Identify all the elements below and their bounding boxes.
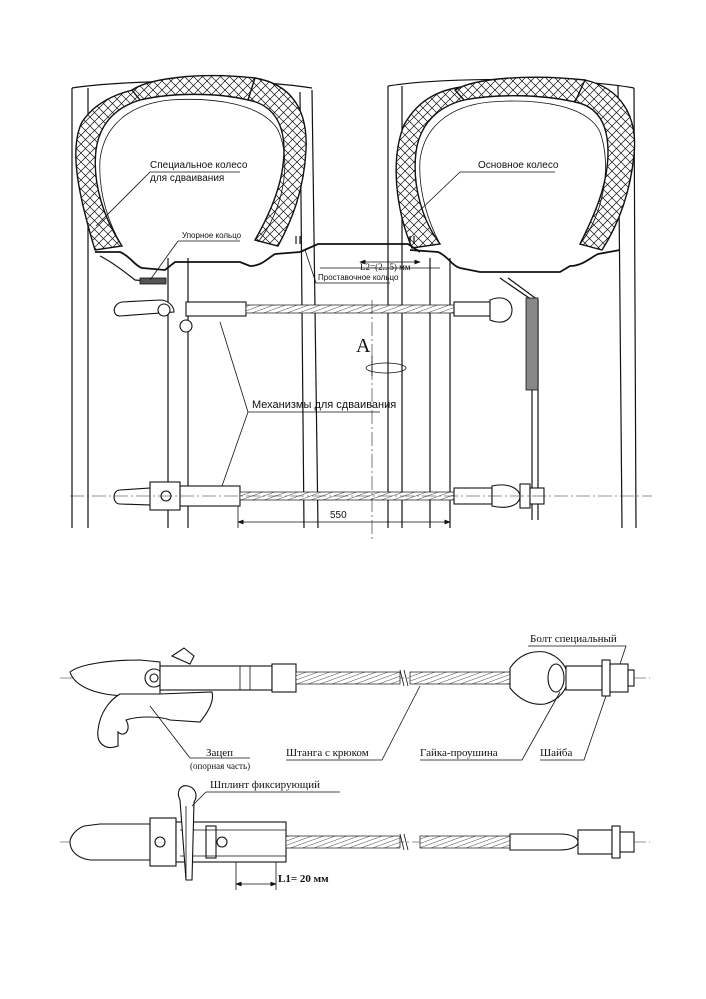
hook-label-1: Зацеп xyxy=(206,747,233,759)
dim-550-label: 550 xyxy=(330,510,347,521)
gap-dim-label: L2=(2...5) мм xyxy=(360,262,411,272)
assembly-view: 550 L2=(2...5) мм A Специальное колесо д… xyxy=(70,74,652,540)
spacer-ring-label: Проставочное кольцо xyxy=(318,273,399,282)
upper-mechanism xyxy=(113,297,513,333)
washer xyxy=(601,659,611,697)
view-a-mark: A xyxy=(356,335,371,357)
special-wheel-label-2: для сдваивания xyxy=(150,173,224,184)
main-wheel xyxy=(387,76,637,529)
eye-nut-label: Гайка-проушина xyxy=(420,747,498,759)
l1-dim-label: L1= 20 мм xyxy=(278,873,329,885)
spacer-ring xyxy=(299,243,421,253)
main-wheel-tyre xyxy=(395,85,472,249)
hook-label-2: (опорная часть) xyxy=(190,761,250,771)
mechanisms-label: Механизмы для сдваивания xyxy=(252,399,396,411)
special-bolt-label: Болт специальный xyxy=(530,633,617,645)
rod-left xyxy=(295,671,401,685)
cotter-pin xyxy=(177,785,197,881)
special-wheel xyxy=(71,74,319,529)
special-wheel-label-1: Специальное колесо xyxy=(150,160,248,171)
stop-ring-label: Упорное кольцо xyxy=(182,231,242,240)
main-wheel-label: Основное колесо xyxy=(478,160,559,171)
special-wheel-tyre xyxy=(75,87,152,251)
rod-right xyxy=(409,671,511,685)
cotter-pin-label: Шплинт фиксирующий xyxy=(210,779,320,791)
special-bolt xyxy=(609,663,629,693)
detail-side-view: Болт специальный Зацеп (опорная часть) Ш… xyxy=(60,633,650,771)
rod-with-hook-label: Штанга с крюком xyxy=(286,747,369,759)
detail-top-view: L1= 20 мм Шплинт фиксирующий xyxy=(60,779,650,890)
stop-ring xyxy=(139,277,167,285)
washer-label: Шайба xyxy=(540,747,572,759)
